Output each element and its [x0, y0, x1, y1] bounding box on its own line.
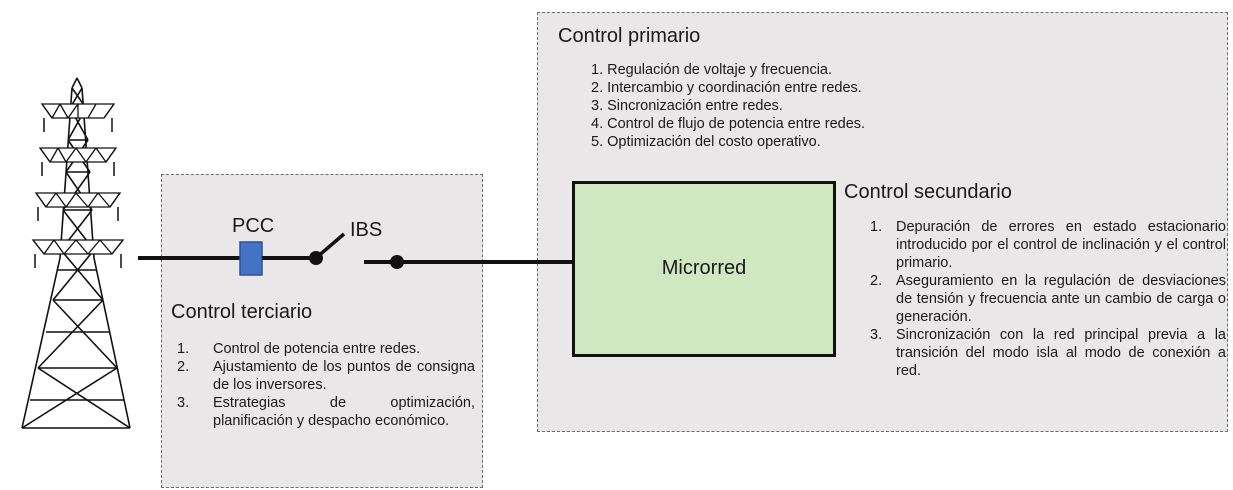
- list-number: 2.: [177, 359, 190, 375]
- ibs-label: IBS: [350, 219, 383, 241]
- tower-crossarms: [31, 103, 125, 255]
- primary-title: Control primario: [558, 25, 701, 47]
- list-number: 2.: [870, 273, 883, 289]
- list-item: 3. Sincronización entre redes.: [591, 98, 783, 114]
- secondary-title: Control secundario: [844, 181, 1012, 203]
- pcc-label: PCC: [232, 215, 275, 237]
- microgrid-label: Microrred: [661, 257, 747, 279]
- insulator-strings: [34, 118, 122, 268]
- list-item: 4. Control de flujo de potencia entre re…: [591, 116, 866, 132]
- list-item: 1. Control de potencia entre redes.: [177, 340, 475, 358]
- list-item: 2. Aseguramiento en la regulación de des…: [870, 272, 1226, 326]
- list-item: 1. Regulación de voltaje y frecuencia.: [591, 62, 833, 78]
- tertiary-box: [161, 174, 483, 488]
- list-text: Depuración de errores en estado estacion…: [896, 219, 1226, 271]
- list-text: Sincronización con la red principal prev…: [896, 327, 1226, 379]
- list-item: 1. Depuración de errores en estado estac…: [870, 218, 1226, 272]
- list-number: 1.: [177, 341, 190, 357]
- list-item: 2. Ajustamiento de los puntos de consign…: [177, 358, 475, 394]
- pcc-block: [239, 241, 263, 276]
- microgrid-block: Microrred: [572, 181, 836, 357]
- list-item: 5. Optimización del costo operativo.: [591, 134, 821, 150]
- primary-list: 1. Regulación de voltaje y frecuencia. 2…: [591, 61, 1011, 151]
- list-item: 3. Sincronización con la red principal p…: [870, 326, 1226, 380]
- list-number: 3.: [177, 395, 190, 411]
- list-item: 2. Intercambio y coordinación entre rede…: [591, 80, 862, 96]
- tertiary-list: 1. Control de potencia entre redes. 2. A…: [177, 340, 475, 430]
- tertiary-title: Control terciario: [171, 301, 313, 323]
- secondary-list: 1. Depuración de errores en estado estac…: [870, 218, 1226, 380]
- list-text: Ajustamiento de los puntos de consigna d…: [213, 359, 475, 393]
- list-number: 3.: [870, 327, 883, 343]
- list-text: Control de potencia entre redes.: [213, 341, 421, 357]
- list-text: Aseguramiento en la regulación de desvia…: [896, 273, 1226, 325]
- list-item: 3. Estrategias de optimización, planific…: [177, 394, 475, 430]
- list-text: Estrategias de optimización, planificaci…: [213, 395, 475, 429]
- list-number: 1.: [870, 219, 883, 235]
